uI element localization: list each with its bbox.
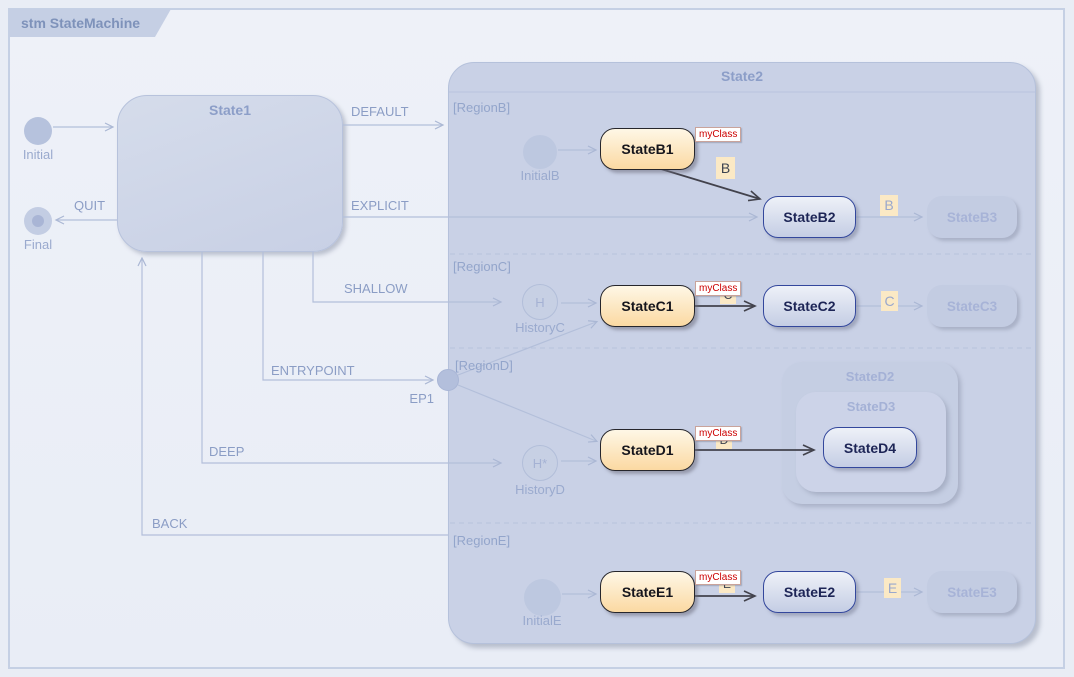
- state-d1-stereotype: myClass: [695, 426, 742, 441]
- state-b3-title: StateB3: [946, 209, 998, 225]
- state-e1-node[interactable]: StateE1: [600, 571, 695, 613]
- final-label: Final: [23, 237, 53, 252]
- state-d3-title: StateD3: [846, 399, 896, 414]
- entry-point-ep1-label: EP1: [409, 391, 434, 406]
- initialb-label: InitialB: [520, 168, 560, 183]
- region-c-label: [RegionC]: [453, 259, 511, 274]
- historyc-node[interactable]: H: [522, 284, 558, 320]
- state-c2-node[interactable]: StateC2: [763, 285, 856, 327]
- transition-default-label: DEFAULT: [351, 104, 409, 119]
- transition-back-label: BACK: [152, 516, 188, 531]
- transition-deep[interactable]: [201, 252, 503, 468]
- transition-e2e3-trigger-label: E: [884, 578, 901, 598]
- state2-title: State2: [720, 68, 764, 84]
- initiale-label: InitialE: [522, 613, 562, 628]
- state-d2-title: StateD2: [845, 369, 895, 384]
- transition-explicit-label: EXPLICIT: [351, 198, 409, 213]
- final-node-dot: [32, 215, 44, 227]
- state-c2-title: StateC2: [783, 298, 836, 314]
- state-e2-title: StateE2: [783, 584, 836, 600]
- region-b-label: [RegionB]: [453, 100, 511, 115]
- frame-title-tab: stm StateMachine: [9, 9, 171, 37]
- transition-ep1-to-stated1[interactable]: [457, 384, 599, 443]
- transition-ep1-to-statec1[interactable]: [457, 320, 599, 376]
- transition-c2c3-trigger-label: C: [881, 291, 898, 311]
- initial-node[interactable]: [24, 117, 52, 145]
- state1-title: State1: [208, 102, 252, 118]
- state-d1-node[interactable]: StateD1: [600, 429, 695, 471]
- transition-b2b3-trigger-label: B: [880, 195, 898, 216]
- state1-node[interactable]: [117, 95, 343, 252]
- state-e3-title: StateE3: [947, 584, 997, 600]
- state-b3-node[interactable]: StateB3: [927, 196, 1017, 238]
- historyc-label: HistoryC: [515, 320, 565, 335]
- initial-label: Initial: [22, 147, 54, 162]
- historyd-label: HistoryD: [515, 482, 565, 497]
- state-b2-title: StateB2: [783, 209, 836, 225]
- state-c1-title: StateC1: [621, 298, 674, 314]
- state-c1-stereotype: myClass: [695, 281, 742, 296]
- transition-b1b2-trigger-label: B: [716, 157, 735, 179]
- transition-entrypoint[interactable]: [262, 252, 435, 385]
- state-b1-title: StateB1: [621, 141, 674, 157]
- state-b2-node[interactable]: StateB2: [763, 196, 856, 238]
- transition-quit-label: QUIT: [74, 198, 106, 213]
- state-d1-title: StateD1: [621, 442, 674, 458]
- shallow-history-icon: H: [535, 294, 545, 310]
- transition-deep-label: DEEP: [209, 444, 245, 459]
- region-e-label: [RegionE]: [453, 533, 511, 548]
- state-c3-node[interactable]: StateC3: [927, 285, 1017, 327]
- transition-entrypoint-label: ENTRYPOINT: [271, 363, 355, 378]
- transition-shallow-label: SHALLOW: [344, 281, 408, 296]
- deep-history-icon: H*: [532, 455, 548, 471]
- entry-point-ep1-node[interactable]: [437, 369, 459, 391]
- state-d4-node[interactable]: StateD4: [823, 427, 917, 468]
- transition-back[interactable]: [137, 256, 448, 536]
- state-d4-title: StateD4: [843, 439, 897, 456]
- state-e1-stereotype: myClass: [695, 570, 742, 585]
- state-b1-node[interactable]: StateB1: [600, 128, 695, 170]
- state-e3-node[interactable]: StateE3: [927, 571, 1017, 613]
- initialb-node[interactable]: [523, 135, 557, 169]
- transition-shallow[interactable]: [312, 252, 503, 307]
- state-e1-title: StateE1: [621, 584, 674, 600]
- transition-stateb1-to-stateb2[interactable]: [660, 168, 762, 202]
- initiale-node[interactable]: [524, 579, 561, 616]
- state-b1-stereotype: myClass: [695, 127, 742, 142]
- region-d-label: [RegionD]: [455, 358, 513, 373]
- historyd-node[interactable]: H*: [522, 445, 558, 481]
- state-c3-title: StateC3: [946, 298, 998, 314]
- state-c1-node[interactable]: StateC1: [600, 285, 695, 327]
- state-e2-node[interactable]: StateE2: [763, 571, 856, 613]
